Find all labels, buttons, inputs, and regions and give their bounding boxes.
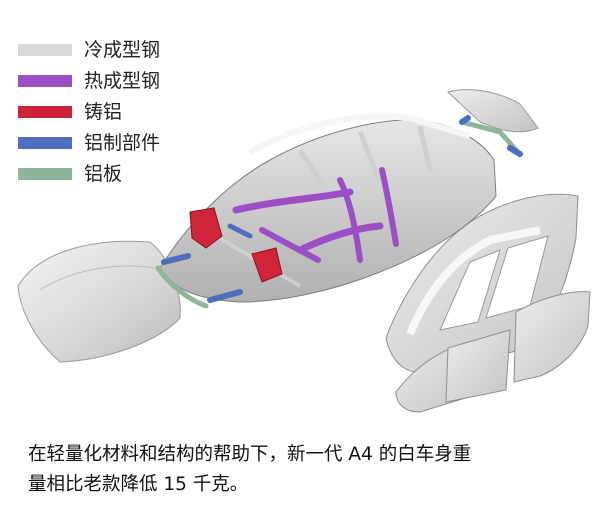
- caption-line-1: 在轻量化材料和结构的帮助下，新一代 A4 的白车身重: [28, 444, 472, 465]
- legend-swatch-cast-aluminum: [18, 106, 72, 118]
- legend-swatch-cold-steel: [18, 44, 72, 56]
- legend-label-hot-steel: 热成型钢: [84, 70, 161, 92]
- legend-label-aluminum-part: 铝制部件: [84, 132, 161, 154]
- door-panels: [395, 291, 591, 413]
- legend-label-aluminum-sheet: 铝板: [84, 163, 123, 185]
- hood-panel: [17, 240, 181, 363]
- legend-swatch-aluminum-sheet: [18, 168, 72, 180]
- caption: 在轻量化材料和结构的帮助下，新一代 A4 的白车身重 量相比老款降低 15 千克…: [28, 440, 588, 500]
- caption-line-2: 量相比老款降低 15 千克。: [28, 474, 249, 495]
- legend-label-cold-steel: 冷成型钢: [84, 39, 161, 61]
- legend-label-cast-aluminum: 铸铝: [84, 101, 123, 123]
- legend-swatch-aluminum-part: [18, 137, 72, 149]
- roof-panel: [447, 89, 539, 157]
- legend-swatch-hot-steel: [18, 75, 72, 87]
- body-in-white: [155, 113, 497, 309]
